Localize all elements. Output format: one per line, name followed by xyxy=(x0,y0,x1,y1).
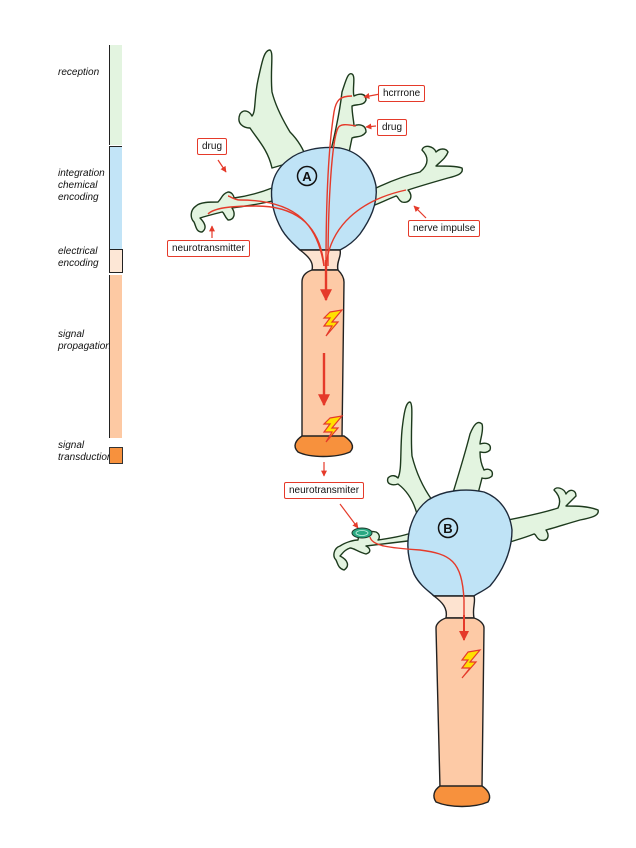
stage-bar-transduction xyxy=(109,447,123,464)
pointer-arrow xyxy=(413,205,427,219)
stage-label-line: transduction xyxy=(58,452,113,463)
stage-label-line: signal xyxy=(58,440,85,451)
stage-label-line: signal xyxy=(58,329,85,340)
neuron-b-axon-terminal xyxy=(433,785,491,808)
stage-bar-integration xyxy=(109,146,122,249)
neuron-b-dendrites xyxy=(333,401,599,571)
pointer-arrow xyxy=(217,159,227,173)
neuron-a-signal-paths xyxy=(207,95,407,267)
neuron-b-axon xyxy=(435,617,485,789)
stage-label-line: encoding xyxy=(58,192,99,203)
stage-label-line: integration xyxy=(58,168,105,179)
stage-bar-electrical xyxy=(109,249,123,273)
neuron-a: A xyxy=(190,49,463,458)
stage-bar-reception xyxy=(109,45,122,145)
stage-label-electrical: electrical encoding xyxy=(58,246,99,270)
pointer-arrow xyxy=(363,93,381,99)
lightning-bolt-icon xyxy=(322,415,344,443)
pointer-arrow xyxy=(339,503,359,529)
neuron-a-marker-circle xyxy=(296,165,318,187)
stage-label-line: propagation xyxy=(58,341,111,352)
neuron-b-soma xyxy=(407,489,513,597)
neuron-a-soma xyxy=(270,146,377,251)
neuron-a-marker: A xyxy=(302,169,312,184)
stage-label-line: electrical xyxy=(58,246,98,257)
label-drug-left: drug xyxy=(197,138,228,155)
stage-bar-propagation xyxy=(109,275,122,438)
neuron-b: B xyxy=(333,401,599,808)
lightning-bolt-icon xyxy=(322,309,344,337)
receptor-icon xyxy=(351,527,373,539)
neuron-a-axon-hillock xyxy=(297,249,342,271)
lightning-bolt-icon xyxy=(460,649,482,679)
neuron-a-dendrites xyxy=(190,49,463,233)
neuron-b-signal-path xyxy=(369,536,465,622)
neuron-a-axon-terminal xyxy=(294,435,354,458)
receptor-icon-ring xyxy=(355,530,369,536)
label-neurotransmitter-synapse: neurotransmiter xyxy=(284,482,365,499)
label-hormone: hcrrrone xyxy=(378,85,426,102)
stage-label-reception: reception xyxy=(58,67,100,78)
pointer-arrow xyxy=(365,123,377,130)
stage-label-propagation: signal propagation xyxy=(58,329,111,353)
neuron-b-marker-circle xyxy=(437,517,459,539)
stage-label-transduction: signal transduction xyxy=(58,440,112,464)
label-drug-right: drug xyxy=(377,119,408,136)
neuron-b-axon-hillock xyxy=(431,595,476,619)
neuron-b-marker: B xyxy=(443,521,452,536)
label-nerve-impulse: nerve impulse xyxy=(408,220,481,237)
stage-label-line: encoding xyxy=(58,258,99,269)
stage-label-line: chemical xyxy=(58,180,98,191)
stage-label-integration: integration chemical encoding xyxy=(58,168,105,204)
label-neurotransmitter: neurotransmitter xyxy=(167,240,250,257)
